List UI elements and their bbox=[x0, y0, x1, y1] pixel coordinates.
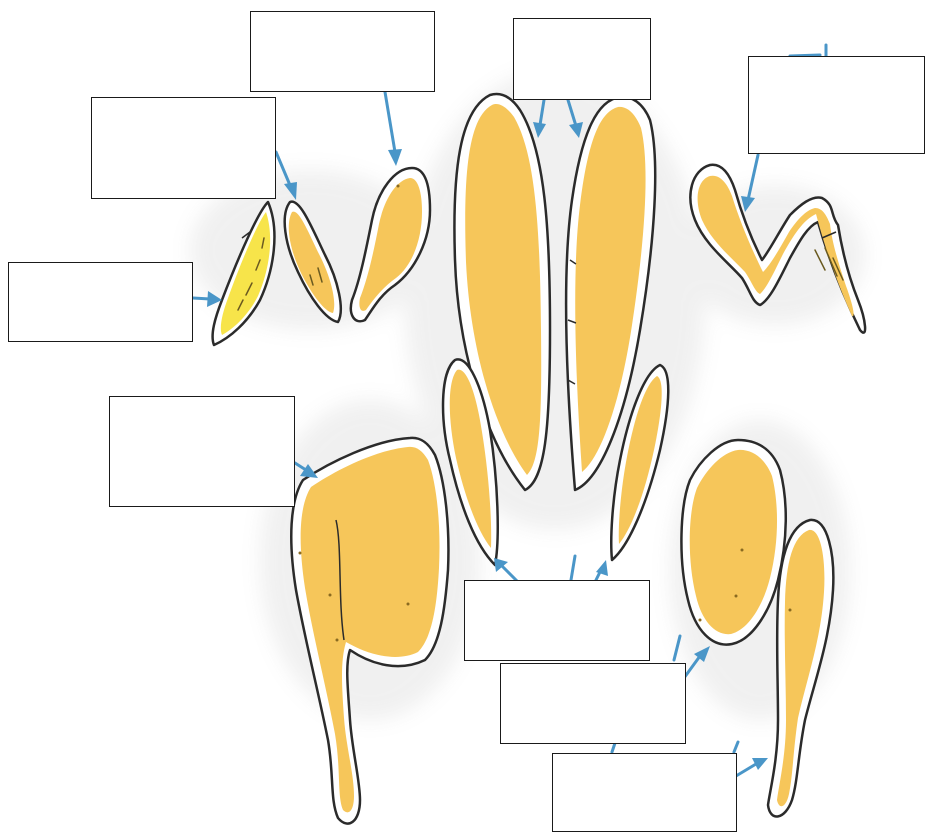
label-box-bottom-center-lower[interactable] bbox=[552, 753, 737, 832]
label-box-bottom-center-middle[interactable] bbox=[500, 663, 686, 744]
label-box-top-center-left[interactable] bbox=[250, 11, 435, 92]
whole-leg-piece bbox=[291, 438, 448, 824]
label-box-top-left-upper[interactable] bbox=[91, 97, 276, 199]
arrow-to-tenderloin-left bbox=[494, 558, 518, 582]
label-box-top-center[interactable] bbox=[513, 18, 651, 100]
label-box-left-middle[interactable] bbox=[109, 396, 295, 507]
label-box-bottom-center-upper[interactable] bbox=[464, 580, 650, 661]
label-box-top-right[interactable] bbox=[748, 56, 925, 154]
arrow-to-drumette bbox=[385, 92, 402, 166]
label-box-left-upper[interactable] bbox=[8, 262, 193, 342]
arrow-to-tenderloin-right bbox=[571, 556, 608, 580]
